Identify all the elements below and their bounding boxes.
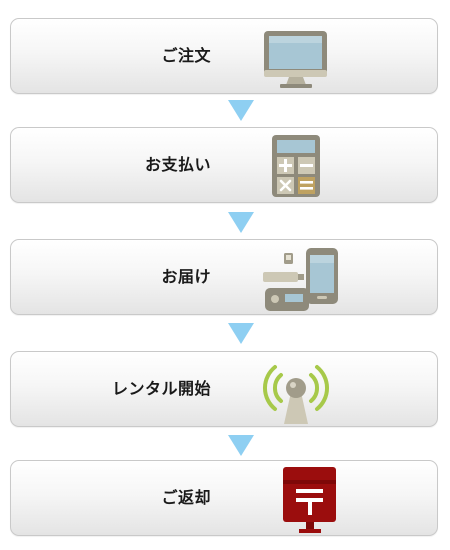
- calculator-icon: [272, 135, 320, 197]
- step-payment: お支払い: [10, 127, 438, 203]
- step-rental-start: レンタル開始: [10, 351, 438, 427]
- step-delivery: お届け: [10, 239, 438, 315]
- step-return-label: ご返却: [161, 488, 211, 507]
- flow-arrow: [228, 323, 254, 344]
- computer-monitor-icon: [264, 31, 327, 88]
- postbox-icon: [283, 467, 336, 533]
- wifi-signal-icon: [262, 365, 330, 424]
- devices-delivery-icon: [263, 248, 338, 311]
- step-payment-label: お支払い: [144, 155, 211, 174]
- step-order: ご注文: [10, 18, 438, 94]
- flow-arrow: [228, 100, 254, 121]
- step-rental-start-label: レンタル開始: [111, 379, 211, 398]
- flow-arrow: [228, 435, 254, 456]
- step-delivery-label: お届け: [161, 267, 211, 286]
- step-order-label: ご注文: [161, 46, 211, 65]
- flow-arrow: [228, 212, 254, 233]
- step-return: ご返却: [10, 460, 438, 536]
